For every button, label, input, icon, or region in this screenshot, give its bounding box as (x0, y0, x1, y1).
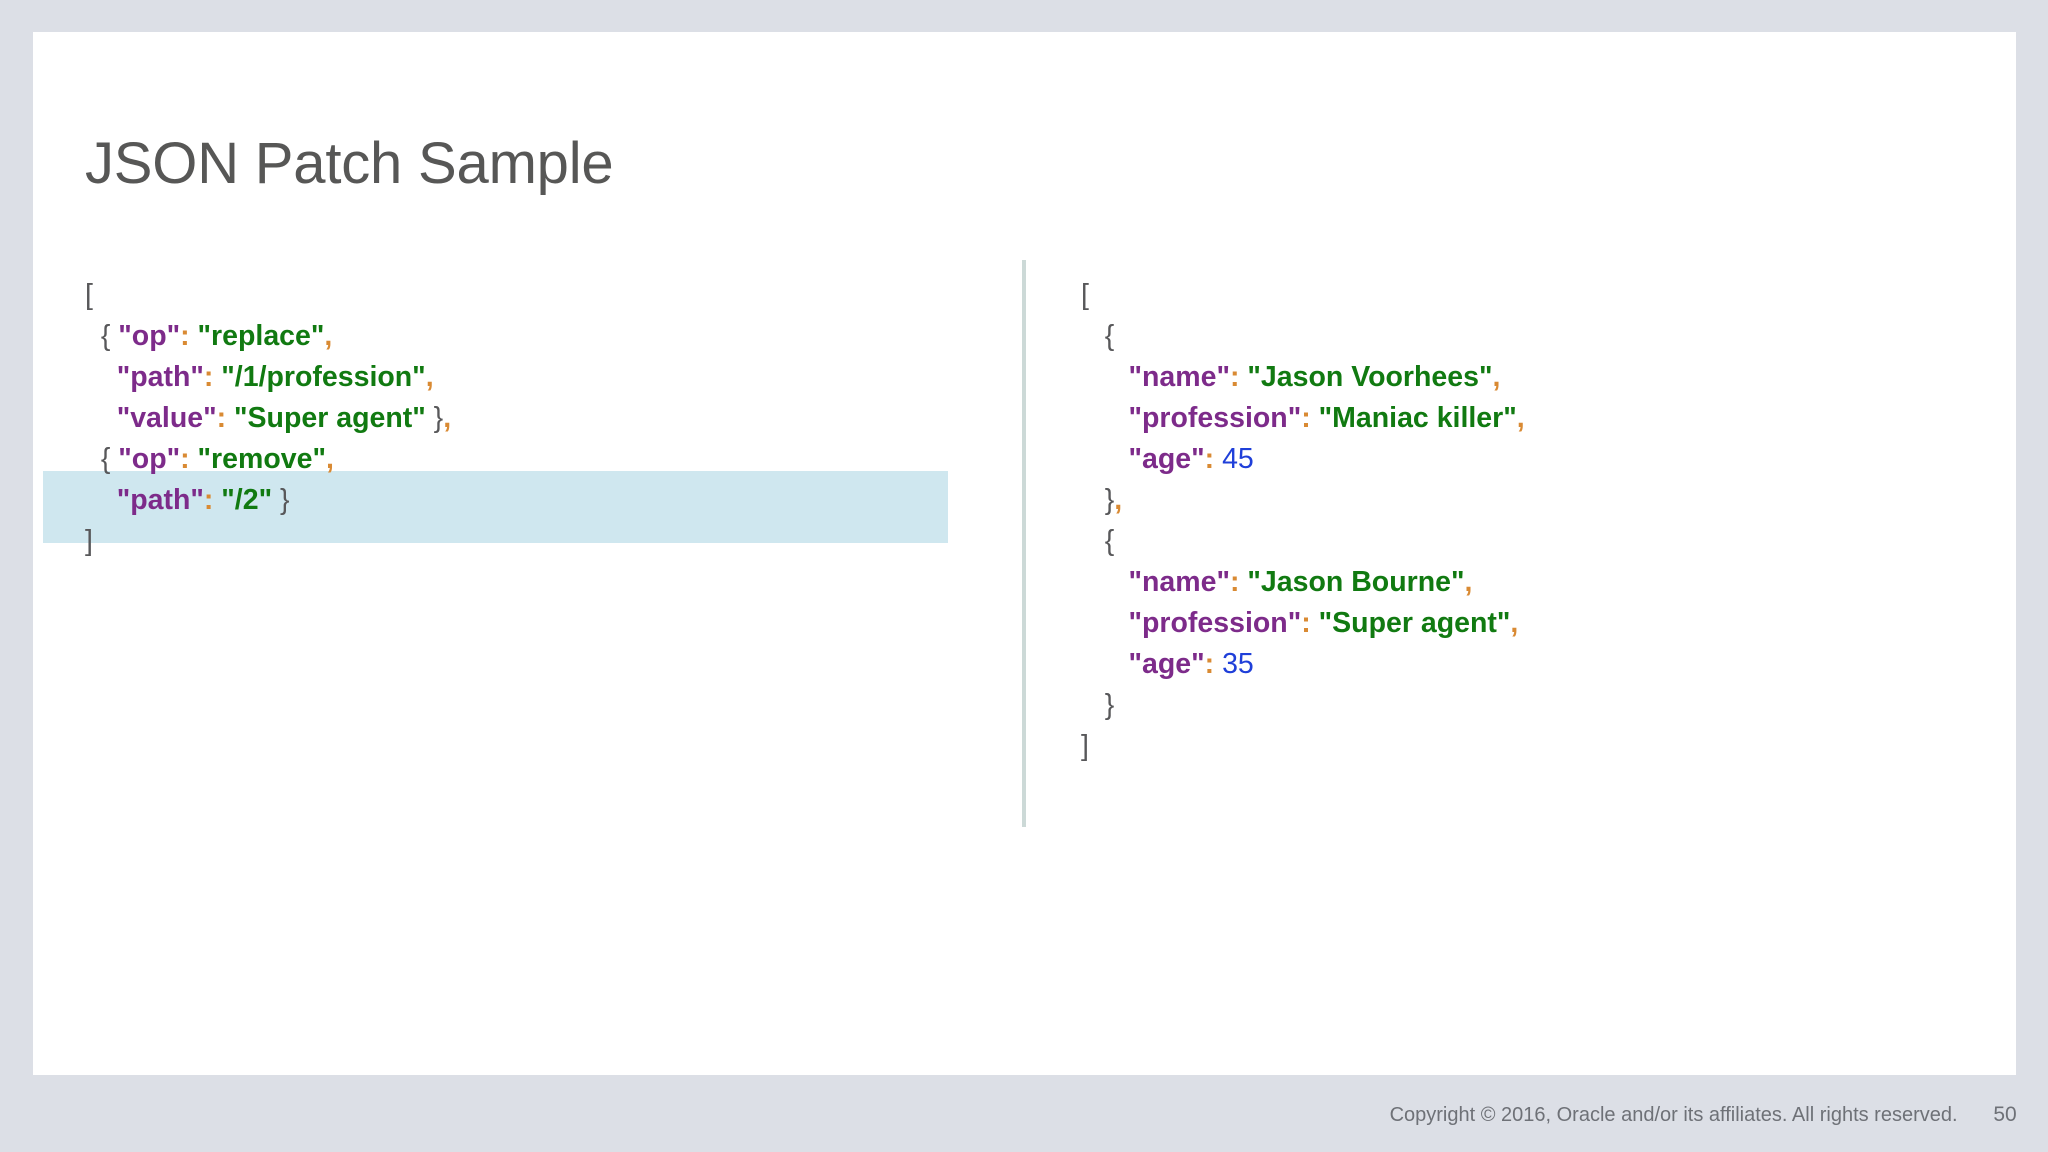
code-line: ] (85, 521, 1005, 562)
code-token-punct: : (1301, 607, 1311, 639)
page-title: JSON Patch Sample (85, 131, 614, 196)
code-token-plain (1081, 566, 1129, 598)
code-line: { (1081, 316, 1961, 357)
code-token-plain (1214, 648, 1222, 680)
code-token-plain (1081, 607, 1129, 639)
code-token-brace: ] (85, 525, 93, 557)
code-token-punct: , (1114, 484, 1123, 516)
code-token-plain (1081, 402, 1129, 434)
code-token-punct: : (203, 484, 214, 516)
code-token-plain (190, 320, 198, 352)
code-token-string: "Jason Voorhees" (1247, 361, 1493, 393)
json-patch-code-block: [ { "op": "replace", "path": "/1/profess… (85, 275, 1005, 562)
code-token-punct: , (1464, 566, 1473, 598)
code-line: "profession": "Super agent", (1081, 603, 1961, 644)
code-line: "path": "/2" } (85, 480, 1005, 521)
code-token-key: "path" (116, 484, 204, 516)
code-token-plain (85, 484, 117, 516)
code-token-plain (1081, 361, 1129, 393)
code-token-string: "Super agent" (1318, 607, 1511, 639)
code-token-punct: , (443, 402, 452, 434)
slide-footer: Copyright © 2016, Oracle and/or its affi… (0, 1103, 2048, 1133)
code-token-punct: , (1510, 607, 1519, 639)
code-token-string: "replace" (197, 320, 325, 352)
code-token-punct: : (1230, 361, 1240, 393)
code-token-key: "value" (116, 402, 217, 434)
code-token-key: "path" (116, 361, 204, 393)
code-token-brace: { (1081, 525, 1115, 557)
code-token-punct: : (203, 361, 214, 393)
copyright-text: Copyright © 2016, Oracle and/or its affi… (1389, 1104, 1958, 1126)
code-token-plain (1311, 607, 1319, 639)
code-token-plain (1311, 402, 1319, 434)
code-token-punct: : (180, 443, 190, 475)
code-line: { "op": "replace", (85, 316, 1005, 357)
code-token-punct: : (1204, 443, 1215, 475)
code-token-key: "age" (1128, 443, 1205, 475)
code-token-brace: [ (85, 279, 93, 311)
code-token-key: "name" (1128, 566, 1230, 598)
code-line: "age": 45 (1081, 439, 1961, 480)
json-source-code-block: [ { "name": "Jason Voorhees", "professio… (1081, 275, 1961, 767)
page-number: 50 (1993, 1103, 2017, 1126)
code-token-brace: } (425, 402, 444, 434)
code-line: } (1081, 685, 1961, 726)
code-token-num: 35 (1222, 648, 1254, 680)
code-token-plain (85, 402, 117, 434)
highlight-band (43, 471, 948, 543)
code-token-plain (226, 402, 234, 434)
code-line: "path": "/1/profession", (85, 357, 1005, 398)
code-token-punct: , (1516, 402, 1525, 434)
code-line: ] (1081, 726, 1961, 767)
code-token-brace: { (85, 320, 119, 352)
code-token-brace: ] (1081, 730, 1089, 762)
code-token-key: "op" (118, 443, 181, 475)
code-token-brace: } (272, 484, 290, 516)
code-token-punct: , (1492, 361, 1501, 393)
code-line: [ (1081, 275, 1961, 316)
code-token-plain (1214, 443, 1222, 475)
code-token-string: "/1/profession" (221, 361, 426, 393)
code-token-punct: : (180, 320, 190, 352)
code-line: [ (85, 275, 1005, 316)
code-token-punct: : (1204, 648, 1215, 680)
code-line: "value": "Super agent" }, (85, 398, 1005, 439)
code-token-brace: } (1081, 689, 1115, 721)
code-token-key: "profession" (1128, 607, 1302, 639)
code-token-string: "Jason Bourne" (1247, 566, 1465, 598)
code-token-punct: : (1230, 566, 1240, 598)
code-line: { "op": "remove", (85, 439, 1005, 480)
code-line: }, (1081, 480, 1961, 521)
code-line: "name": "Jason Voorhees", (1081, 357, 1961, 398)
code-token-num: 45 (1222, 443, 1254, 475)
slide-canvas: JSON Patch Sample [ { "op": "replace", "… (33, 32, 2016, 1075)
code-token-plain (190, 443, 198, 475)
code-token-string: "/2" (221, 484, 273, 516)
code-token-plain (85, 361, 117, 393)
code-line: "age": 35 (1081, 644, 1961, 685)
code-token-key: "op" (118, 320, 181, 352)
code-token-key: "profession" (1128, 402, 1302, 434)
code-token-key: "age" (1128, 648, 1205, 680)
code-line: "name": "Jason Bourne", (1081, 562, 1961, 603)
code-token-key: "name" (1128, 361, 1230, 393)
code-token-string: "remove" (197, 443, 326, 475)
code-token-brace: } (1081, 484, 1115, 516)
code-token-brace: [ (1081, 279, 1089, 311)
code-line: "profession": "Maniac killer", (1081, 398, 1961, 439)
code-token-punct: , (324, 320, 333, 352)
code-token-brace: { (1081, 320, 1115, 352)
code-token-string: "Maniac killer" (1318, 402, 1517, 434)
code-token-punct: : (1301, 402, 1311, 434)
code-token-plain (1081, 443, 1129, 475)
code-token-punct: , (425, 361, 434, 393)
code-token-string: "Super agent" (234, 402, 426, 434)
code-token-plain (1081, 648, 1129, 680)
pane-divider (1022, 260, 1026, 827)
code-token-punct: , (325, 443, 334, 475)
code-token-punct: : (216, 402, 227, 434)
code-line: { (1081, 521, 1961, 562)
code-token-brace: { (85, 443, 119, 475)
